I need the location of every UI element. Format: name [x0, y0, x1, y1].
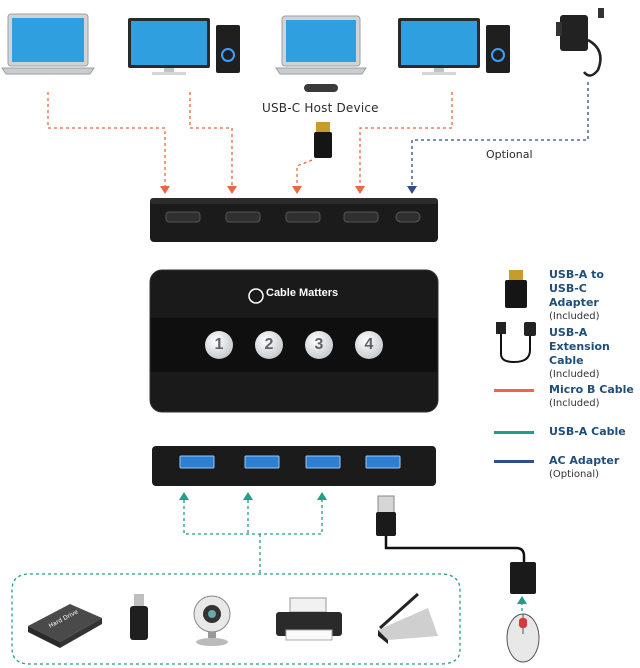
host-device-label: USB-C Host Device	[262, 101, 379, 115]
switch-back-panel	[150, 198, 438, 242]
usb-flash-drive-icon	[130, 594, 148, 640]
ac-adapter-line	[411, 82, 589, 188]
legend-title: USB-A Cable	[549, 425, 626, 438]
micro-b-cable-line	[189, 92, 233, 188]
legend-sub: (Included)	[549, 369, 600, 380]
switch-top-panel	[149, 269, 439, 413]
micro-b-cable-line	[359, 92, 453, 188]
micro-b-cable-line	[47, 92, 166, 188]
legend-title: Micro B Cable	[549, 383, 634, 396]
legend-sub: (Optional)	[549, 469, 600, 480]
legend-usb-a-cable: USB-A Cable	[549, 425, 626, 439]
usb-a-cable-line	[183, 500, 323, 535]
port-button-2[interactable]: 2	[255, 331, 283, 359]
switch-front-panel	[152, 446, 436, 486]
scanner-icon	[378, 592, 438, 644]
laptop-icon	[1, 13, 95, 75]
brand-label: Cable Matters	[266, 287, 339, 299]
legend-micro-b-swatch	[494, 389, 534, 392]
legend-usb-c-adapter: USB-A to USB-C Adapter (Included)	[549, 268, 640, 324]
webcam-icon	[193, 595, 231, 646]
port-button-1[interactable]: 1	[205, 331, 233, 359]
mouse-icon	[506, 613, 540, 663]
ac-adapter-icon	[556, 8, 604, 77]
usb-c-adapter-icon	[314, 122, 332, 158]
printer-icon	[276, 597, 342, 641]
peripherals-group-box	[11, 573, 461, 665]
legend-title: USB-A	[549, 326, 588, 339]
legend-title: USB-A to	[549, 268, 604, 281]
legend-ac-adapter-swatch	[494, 460, 534, 463]
legend-usb-c-adapter-icon	[505, 270, 527, 308]
hard-drive-icon: Hard Drive	[28, 604, 102, 648]
optional-label: Optional	[486, 148, 533, 161]
legend-title: AC Adapter	[549, 454, 620, 467]
legend-usb-a-swatch	[494, 431, 534, 434]
port-button-4[interactable]: 4	[355, 331, 383, 359]
legend-sub: (Included)	[549, 398, 600, 409]
legend-title: Extension Cable	[549, 340, 610, 367]
desktop-computer-icon	[128, 18, 240, 75]
legend-usb-extension-cable: USB-A Extension Cable (Included)	[549, 326, 640, 382]
desktop-computer-icon	[398, 18, 510, 75]
legend-title: USB-C Adapter	[549, 282, 599, 309]
port-button-3[interactable]: 3	[305, 331, 333, 359]
micro-b-cable-line	[296, 159, 313, 188]
cable-matters-logo	[248, 288, 264, 304]
usb-extension-cable-icon	[376, 495, 536, 594]
legend-usb-extension-cable-icon	[496, 322, 536, 364]
usb-c-port-icon	[304, 84, 338, 92]
legend-sub: (Included)	[549, 311, 600, 322]
legend-micro-b-cable: Micro B Cable (Included)	[549, 383, 634, 411]
laptop-icon	[275, 15, 367, 75]
legend-ac-adapter: AC Adapter (Optional)	[549, 454, 619, 482]
